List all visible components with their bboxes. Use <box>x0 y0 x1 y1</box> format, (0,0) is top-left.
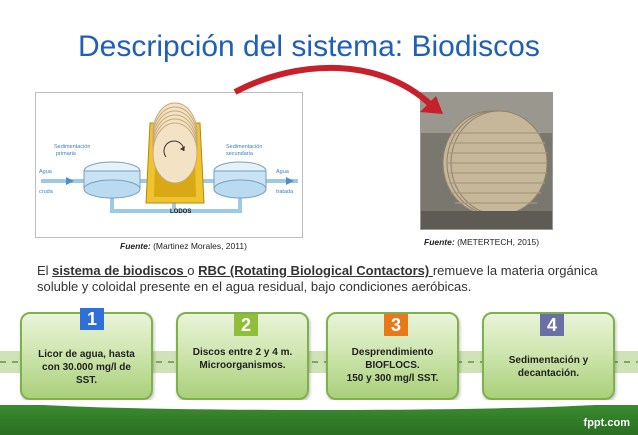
rbc-photo-graphic <box>421 93 552 229</box>
step-number-2: 2 <box>234 314 258 336</box>
step-text-1: Licor de agua, hasta con 30.000 mg/l de … <box>26 348 147 387</box>
step-card-2: 2 Discos entre 2 y 4 m. Microorganismos. <box>176 312 309 400</box>
step-1-line-3: SST. <box>75 375 98 386</box>
footer-band <box>0 405 638 435</box>
para-term-biodiscos: sistema de biodiscos <box>52 263 188 278</box>
caption-right-text: (METERTECH, 2015) <box>454 237 540 247</box>
process-diagram-graphic: Sedimentación primaria Sedimentación sec… <box>39 102 298 215</box>
caption-left-text: (Martinez Morales, 2011) <box>150 241 247 251</box>
step-1-line-1: Licor de agua, hasta <box>38 349 135 360</box>
label-sed-primaria-2: primaria <box>56 151 77 157</box>
step-card-3: 3 Desprendimiento BIOFLOCS. 150 y 300 mg… <box>326 312 459 400</box>
biodisc-diagram: Sedimentación primaria Sedimentación sec… <box>35 92 303 238</box>
caption-right-prefix: Fuente: <box>424 237 455 247</box>
rbc-photo <box>420 92 553 230</box>
step-text-3: Desprendimiento BIOFLOCS. 150 y 300 mg/l… <box>332 346 453 385</box>
description-paragraph: El sistema de biodiscos o RBC (Rotating … <box>37 263 617 295</box>
step-text-2: Discos entre 2 y 4 m. Microorganismos. <box>182 346 303 372</box>
label-agua-cruda: Agua <box>39 169 53 175</box>
step-3-line-2: BIOFLOCS. <box>365 360 420 371</box>
step-card-1: 1 Licor de agua, hasta con 30.000 mg/l d… <box>20 308 153 400</box>
label-sed-primaria: Sedimentación <box>54 144 90 150</box>
slide-title: Descripción del sistema: Biodiscos <box>78 30 540 63</box>
caption-left-prefix: Fuente: <box>120 241 151 251</box>
step-1-line-2: con 30.000 mg/l de <box>42 362 131 373</box>
step-text-4: Sedimentación y decantación. <box>488 354 609 380</box>
label-agua-cruda-2: cruda <box>39 189 54 195</box>
label-sed-secundaria-2: secundaria <box>226 151 254 157</box>
para-text-3: remueve la materia orgánica soluble y co… <box>37 263 598 294</box>
label-agua-tratada-2: tratada <box>276 189 294 195</box>
caption-right: Fuente: (METERTECH, 2015) <box>424 237 539 247</box>
para-term-rbc: RBC (Rotating Biological Contactors) <box>198 263 433 278</box>
step-number-1: 1 <box>80 308 104 330</box>
step-2-line-2: Microorganismos. <box>199 360 286 371</box>
step-4-line-2: decantación. <box>517 368 580 379</box>
para-text-1: El <box>37 263 53 278</box>
step-4-line-1: Sedimentación y <box>508 355 589 366</box>
label-sed-secundaria: Sedimentación <box>226 144 262 150</box>
step-3-line-3: 150 y 300 mg/l SST. <box>346 373 439 384</box>
step-card-4: 4 Sedimentación y decantación. <box>482 312 615 400</box>
step-3-line-1: Desprendimiento <box>351 347 434 358</box>
footer-brand[interactable]: fppt.com <box>583 417 630 429</box>
footer-curve <box>0 400 638 410</box>
label-agua-tratada: Agua <box>276 169 290 175</box>
para-text-2: o <box>187 263 199 278</box>
timeline-dashes <box>0 361 638 363</box>
step-2-line-1: Discos entre 2 y 4 m. <box>192 347 293 358</box>
caption-left: Fuente: (Martinez Morales, 2011) <box>120 241 247 251</box>
label-lodos: LODOS <box>170 209 191 215</box>
step-number-4: 4 <box>540 314 564 336</box>
step-number-3: 3 <box>384 314 408 336</box>
